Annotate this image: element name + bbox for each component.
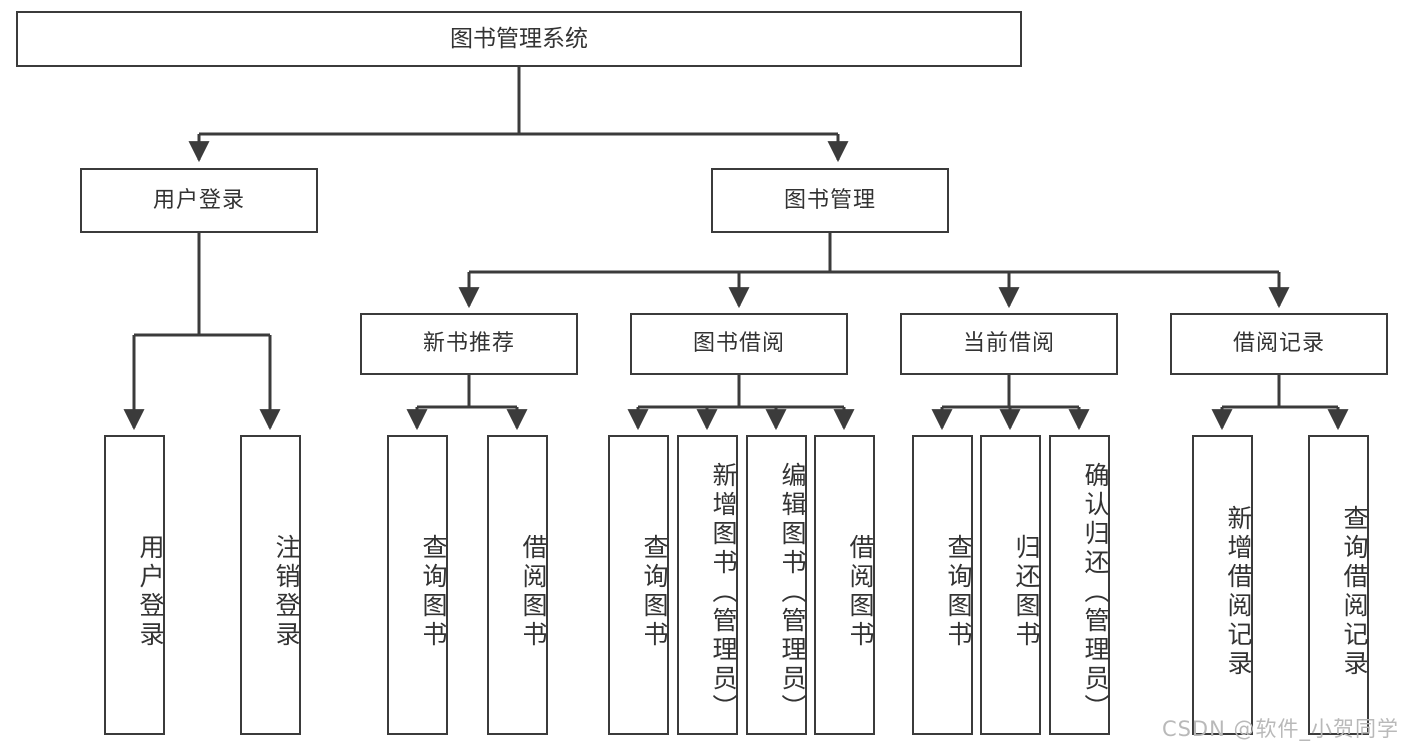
leaf-record-query[interactable]: 查询借阅记录 (1308, 435, 1369, 735)
node-book-borrow[interactable]: 图书借阅 (630, 313, 848, 375)
node-label: 查询图书 (640, 534, 669, 650)
node-label: 新书推荐 (422, 331, 515, 357)
node-label: 查询借阅记录 (1340, 505, 1369, 679)
node-label: 借阅图书 (846, 534, 875, 650)
csdn-watermark: CSDN @软件_小贺同学 (1161, 717, 1399, 741)
leaf-borrow-query-book[interactable]: 查询图书 (608, 435, 669, 735)
node-user-login[interactable]: 用户登录 (80, 168, 318, 233)
node-label: 借阅图书 (519, 534, 548, 650)
node-label: 归还图书 (1012, 534, 1041, 650)
leaf-borrow-edit-book[interactable]: 编辑图书（管理员） (746, 435, 807, 735)
node-root-library-system[interactable]: 图书管理系统 (16, 11, 1022, 67)
node-label: 当前借阅 (962, 331, 1055, 357)
leaf-borrow-add-book[interactable]: 新增图书（管理员） (677, 435, 738, 735)
node-label: 确认归还（管理员） (1081, 461, 1110, 723)
node-label: 用户登录 (136, 534, 165, 650)
node-label: 新增图书（管理员） (709, 461, 738, 723)
leaf-current-query-book[interactable]: 查询图书 (912, 435, 973, 735)
leaf-current-return-book[interactable]: 归还图书 (980, 435, 1041, 735)
node-borrow-record[interactable]: 借阅记录 (1170, 313, 1388, 375)
leaf-logout[interactable]: 注销登录 (240, 435, 301, 735)
node-current-borrow[interactable]: 当前借阅 (900, 313, 1118, 375)
leaf-current-confirm-return[interactable]: 确认归还（管理员） (1049, 435, 1110, 735)
leaf-user-login[interactable]: 用户登录 (104, 435, 165, 735)
leaf-record-add[interactable]: 新增借阅记录 (1192, 435, 1253, 735)
node-label: 注销登录 (272, 534, 301, 650)
node-label: 图书管理系统 (450, 25, 588, 52)
node-book-management[interactable]: 图书管理 (711, 168, 949, 233)
node-label: 查询图书 (419, 534, 448, 650)
node-label: 图书借阅 (692, 331, 785, 357)
node-label: 新增借阅记录 (1224, 505, 1253, 679)
node-new-book-recommend[interactable]: 新书推荐 (360, 313, 578, 375)
node-label: 图书管理 (783, 187, 876, 213)
node-label: 借阅记录 (1232, 331, 1325, 357)
node-label: 查询图书 (944, 534, 973, 650)
node-label: 用户登录 (152, 187, 245, 213)
leaf-recommend-borrow-book[interactable]: 借阅图书 (487, 435, 548, 735)
leaf-borrow-borrow-book[interactable]: 借阅图书 (814, 435, 875, 735)
node-label: 编辑图书（管理员） (778, 461, 807, 723)
leaf-recommend-query-book[interactable]: 查询图书 (387, 435, 448, 735)
